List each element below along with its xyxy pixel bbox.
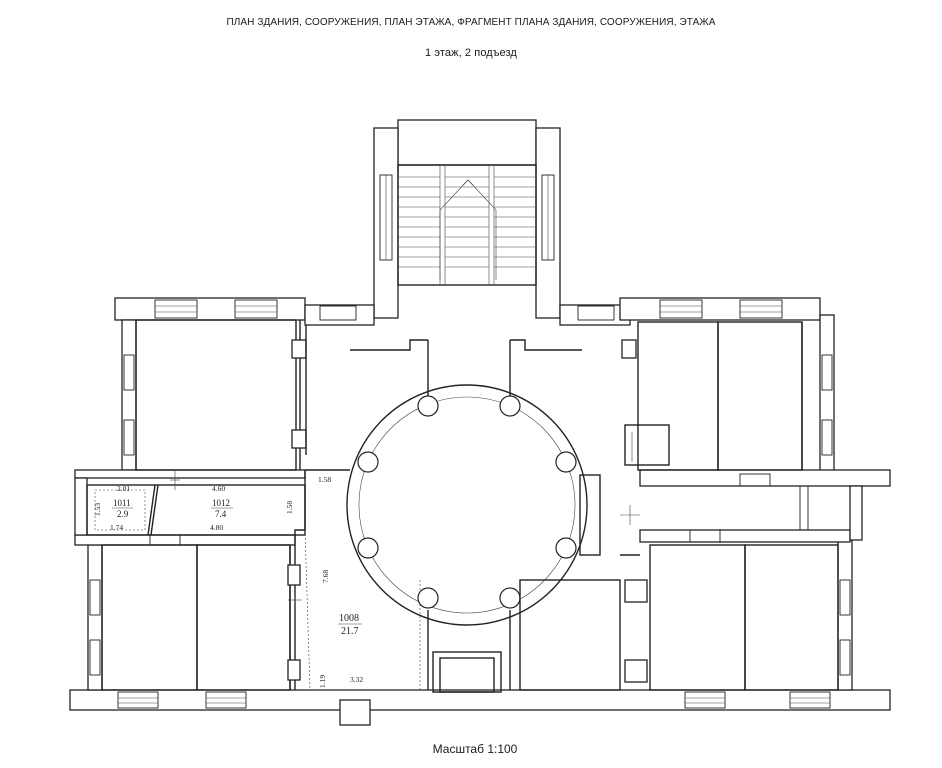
dim-4-60: 4.60 (212, 484, 225, 493)
outer-walls (69, 297, 891, 726)
dim-1-74: 1.74 (110, 523, 123, 532)
upper-left-rooms (135, 319, 307, 471)
dimension-labels: 2.01 4.60 1.53 1.74 4.80 1.58 1.58 7.68 … (93, 475, 363, 688)
page-title: ПЛАН ЗДАНИЯ, СООРУЖЕНИЯ, ПЛАН ЭТАЖА, ФРА… (226, 17, 716, 28)
lower-left-rooms (101, 544, 301, 691)
scale-label: Масштаб 1:100 (432, 742, 518, 756)
room-1008-number: 1008 (339, 613, 359, 624)
dim-4-80: 4.80 (210, 523, 223, 532)
central-rotunda (346, 339, 601, 690)
dim-2-01: 2.01 (117, 484, 130, 493)
dim-3-32: 3.32 (350, 675, 363, 684)
room-1008 (288, 469, 502, 693)
upper-right-rooms (621, 321, 803, 471)
dim-7-68: 7.68 (321, 570, 330, 583)
room-1012-area: 7.4 (215, 509, 227, 519)
room-labels: 1011 2.9 1012 7.4 1008 21.7 (112, 498, 362, 637)
windows (89, 299, 851, 709)
dim-1-58-vertical: 1.58 (285, 501, 294, 514)
lower-right-rooms (519, 485, 839, 691)
dim-1-58-horizontal: 1.58 (318, 475, 331, 484)
dim-1-53: 1.53 (93, 503, 102, 516)
room-1012-number: 1012 (212, 498, 230, 508)
stair-tower (373, 119, 561, 319)
floor-subtitle: 1 этаж, 2 подъезд (425, 47, 517, 59)
dim-1-19: 1.19 (318, 675, 327, 688)
room-1011-number: 1011 (113, 498, 131, 508)
room-1008-area: 21.7 (341, 626, 359, 637)
room-1011-area: 2.9 (117, 509, 129, 519)
